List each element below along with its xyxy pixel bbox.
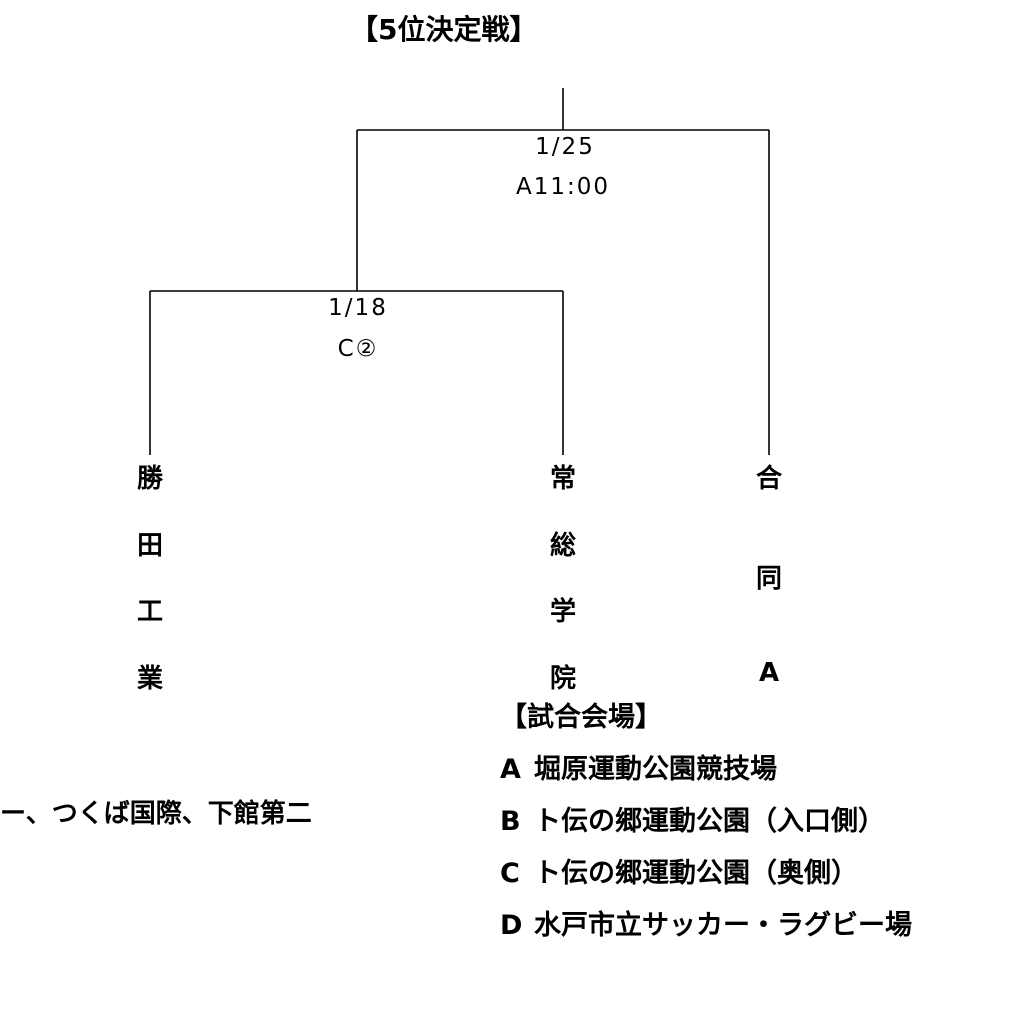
team-char: 学 [549,597,576,627]
semi-date: 1/18 [328,295,388,321]
bracket-title: 【5位決定戦】 [350,13,538,46]
venue-name: 水戸市立サッカー・ラグビー場 [534,910,912,941]
team-char: 院 [549,664,576,694]
venue-code: B [500,806,521,837]
team-char: 業 [136,664,163,694]
venue-code: C [500,858,520,889]
semi-slot: C② [337,336,379,362]
final-date: 1/25 [535,134,595,160]
team-char: A [758,658,780,688]
venue-item: A 堀原運動公園競技場 [500,750,912,802]
venue-item: C ト伝の郷運動公園（奥側） [500,854,912,906]
final-slot: A11:00 [515,174,611,200]
team-char: 合 [755,464,782,494]
venue-item: B ト伝の郷運動公園（入口側） [500,802,912,854]
venue-list: 【試合会場】 A 堀原運動公園競技場 B ト伝の郷運動公園（入口側） C ト伝の郷運動… [500,700,912,958]
venue-name: ト伝の郷運動公園（奥側） [534,858,858,889]
team-char: 総 [549,531,576,561]
team-char: 田 [136,531,163,561]
team-char: 常 [549,464,576,494]
team-char: 同 [755,564,782,594]
team-godo-a: 合 同 A [749,458,789,698]
venue-name: ト伝の郷運動公園（入口側） [534,806,885,837]
team-char: 工 [136,597,163,627]
partial-team-list: ー、つくば国際、下館第二 [0,799,312,829]
team-katsuta-kogyo: 勝 田 工 業 [130,458,170,698]
venue-name: 堀原運動公園競技場 [534,754,777,785]
team-joso-gakuin: 常 総 学 院 [543,458,583,698]
venue-heading: 【試合会場】 [500,702,662,733]
venue-item: D 水戸市立サッカー・ラグビー場 [500,906,912,958]
venue-code: A [500,754,521,785]
venue-code: D [500,910,523,941]
team-char: 勝 [136,464,163,494]
